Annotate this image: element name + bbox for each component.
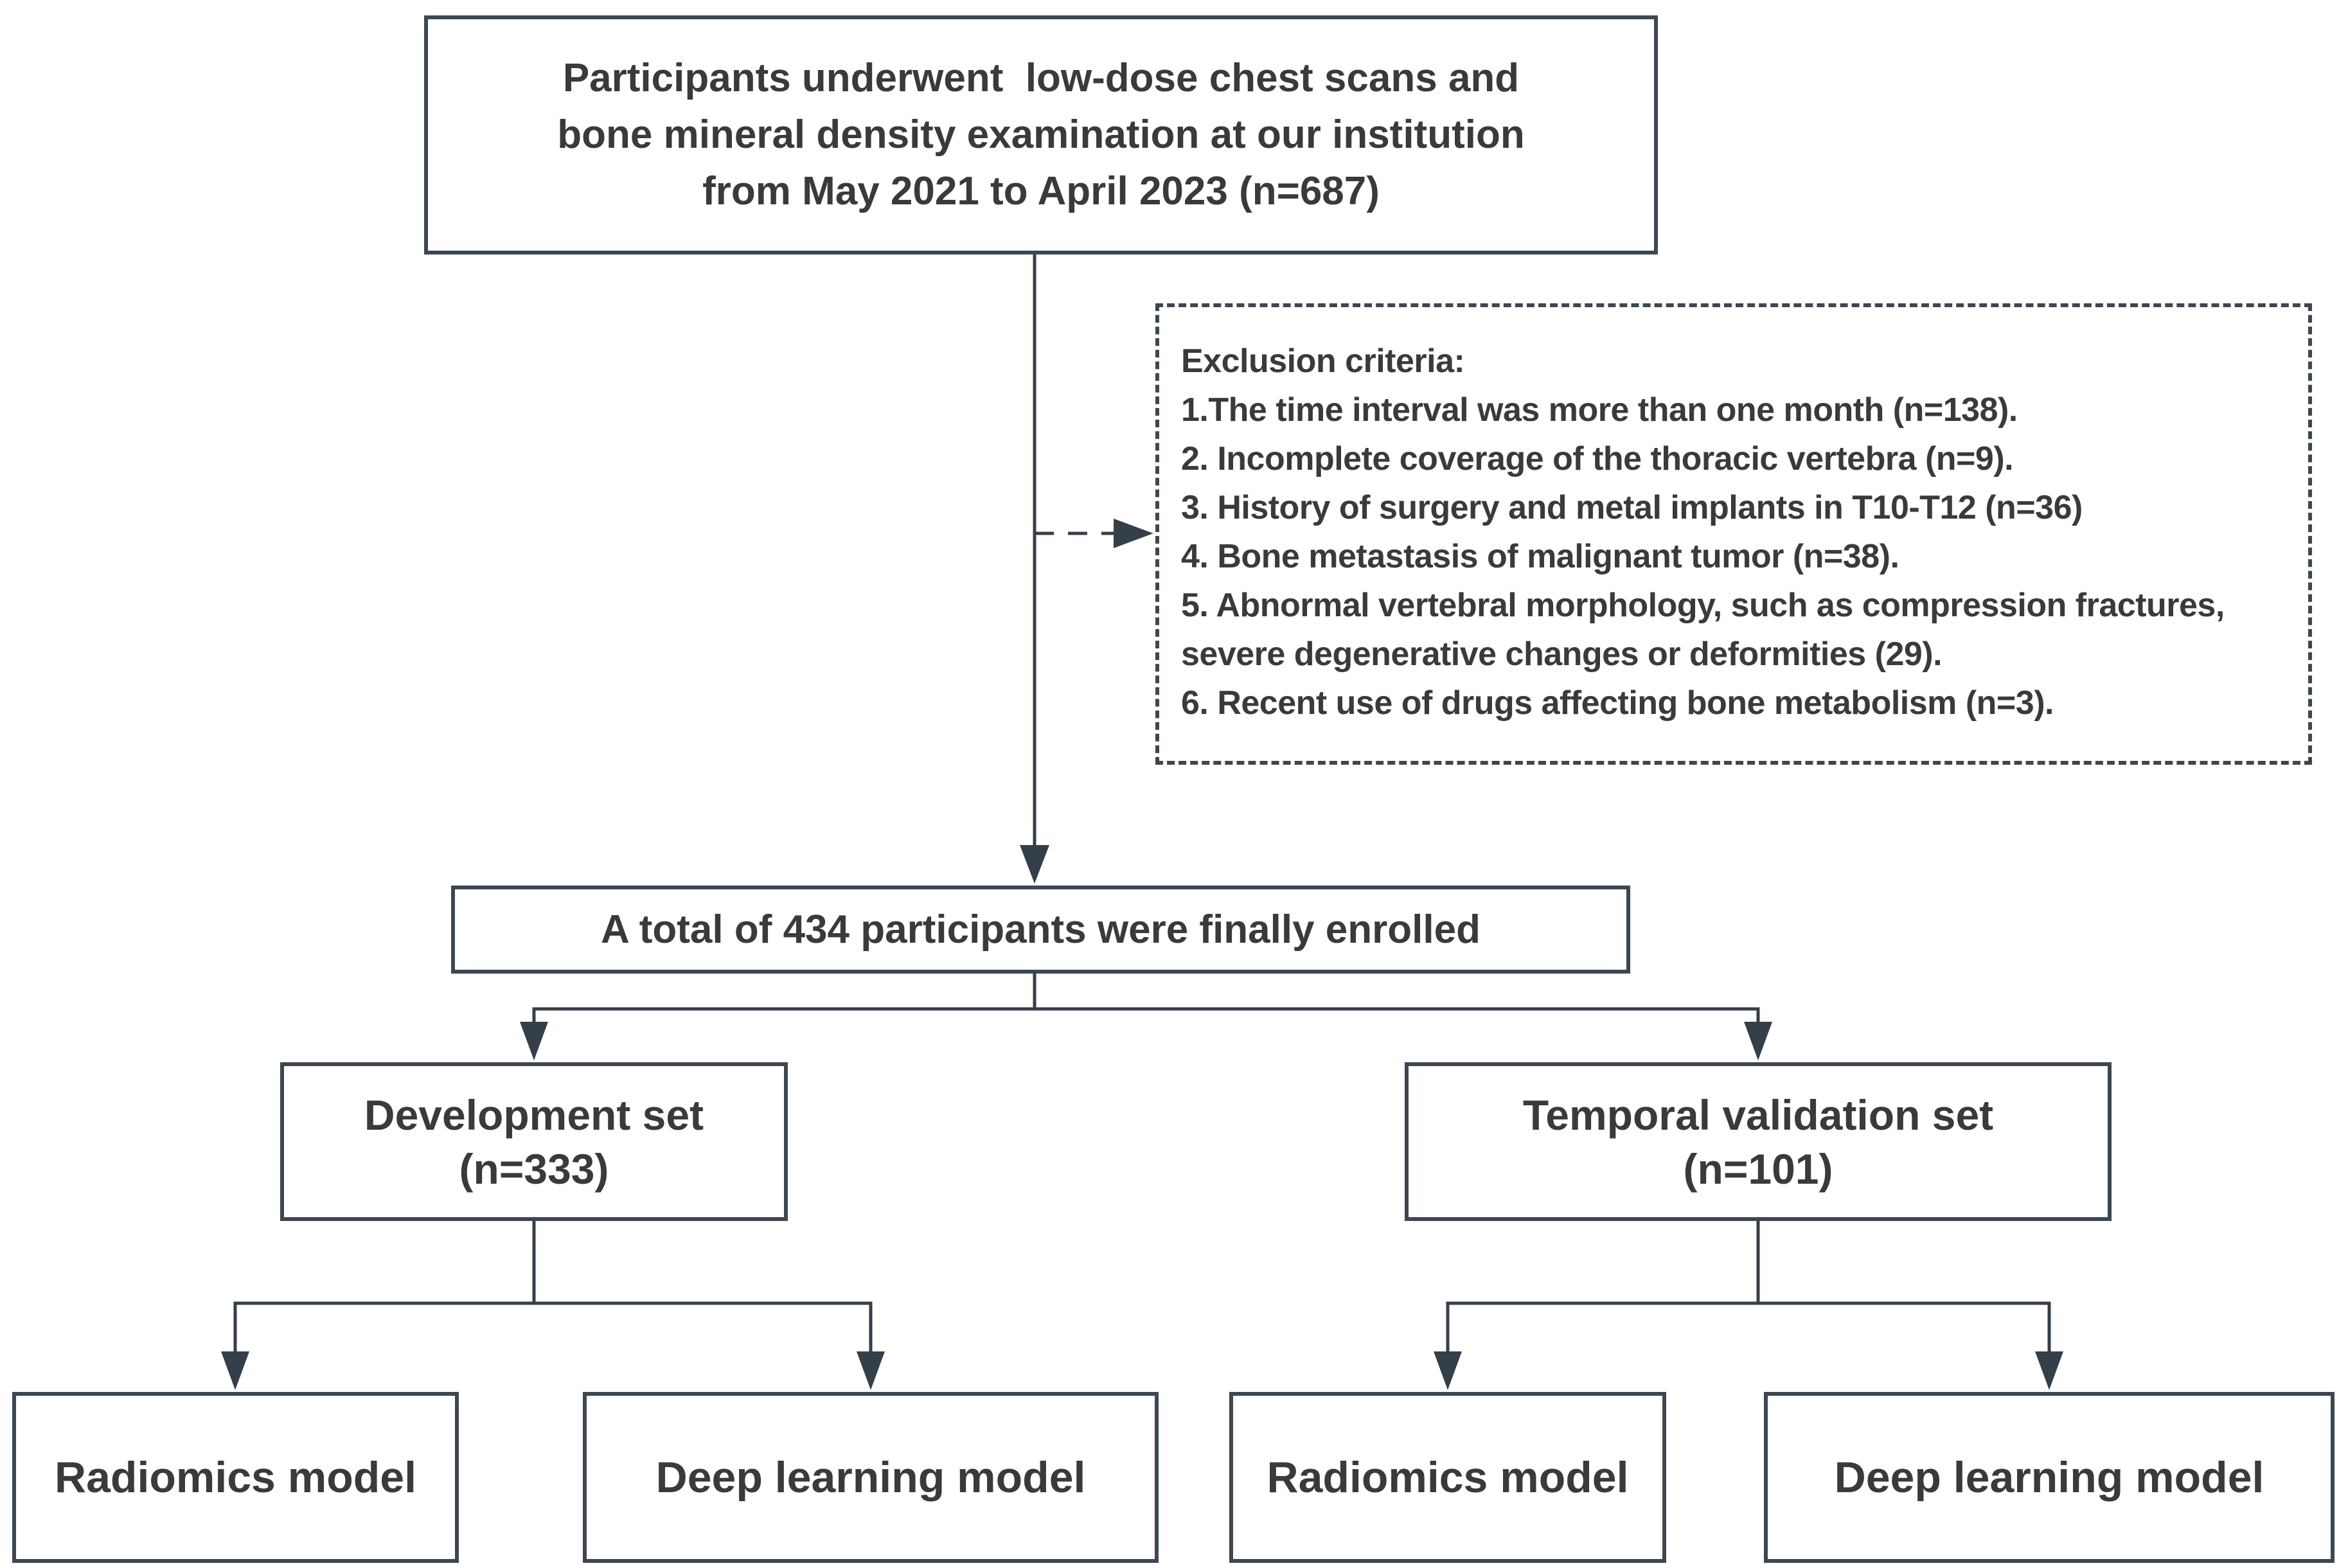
development-set-line-1: Development set	[364, 1091, 704, 1139]
exclusion-item-5: 5. Abnormal vertebral morphology, such a…	[1181, 587, 2225, 673]
exclusion-item-2: 2. Incomplete coverage of the thoracic v…	[1181, 440, 2014, 477]
arrowhead-enrolled	[1020, 845, 1049, 884]
development-radiomics-label: Radiomics model	[54, 1453, 417, 1502]
recruitment-box: Participants underwent low-dose chest sc…	[424, 15, 1658, 254]
validation-radiomics-model-box: Radiomics model	[1229, 1392, 1666, 1563]
arrowhead-dev-radiomics	[221, 1351, 249, 1390]
exclusion-item-6: 6. Recent use of drugs affecting bone me…	[1181, 684, 2054, 722]
split-temporal	[1446, 1301, 2051, 1355]
temporal-validation-set-box: Temporal validation set (n=101)	[1405, 1062, 2112, 1221]
validation-deep-learning-label: Deep learning model	[1834, 1453, 2264, 1502]
development-deep-learning-model-box: Deep learning model	[583, 1392, 1159, 1563]
exclusion-item-3: 3. History of surgery and metal implants…	[1181, 489, 2083, 526]
exclusion-item-1: 1.The time interval was more than one mo…	[1181, 391, 2018, 429]
development-set-box: Development set (n=333)	[280, 1062, 788, 1221]
exclusion-title: Exclusion criteria:	[1181, 343, 1465, 380]
arrowhead-temporal-set	[1744, 1022, 1772, 1060]
arrowhead-val-radiomics	[1434, 1351, 1462, 1390]
validation-radiomics-label: Radiomics model	[1267, 1453, 1629, 1502]
arrowhead-exclusion	[1114, 519, 1153, 548]
recruitment-line-3: from May 2021 to April 2023 (n=687)	[702, 169, 1380, 213]
development-set-line-2: (n=333)	[459, 1145, 609, 1193]
enrolled-label: A total of 434 participants were finally…	[601, 907, 1481, 952]
enrolled-box: A total of 434 participants were finally…	[451, 886, 1630, 974]
arrowhead-development-set	[520, 1022, 548, 1060]
split-development	[233, 1301, 873, 1355]
recruitment-line-1: Participants underwent low-dose chest sc…	[562, 56, 1520, 100]
validation-deep-learning-model-box: Deep learning model	[1764, 1392, 2335, 1563]
temporal-set-line-2: (n=101)	[1683, 1145, 1833, 1193]
exclusion-item-4: 4. Bone metastasis of malignant tumor (n…	[1181, 538, 1899, 575]
exclusion-criteria-box: Exclusion criteria: 1.The time interval …	[1155, 303, 2312, 765]
recruitment-line-2: bone mineral density examination at our …	[557, 112, 1525, 157]
arrowhead-dev-deep-learning	[857, 1351, 885, 1390]
temporal-set-line-1: Temporal validation set	[1522, 1091, 1994, 1139]
development-deep-learning-label: Deep learning model	[655, 1453, 1086, 1502]
arrowhead-val-deep-learning	[2035, 1351, 2063, 1390]
split-level1	[532, 1007, 1760, 1025]
development-radiomics-model-box: Radiomics model	[12, 1392, 459, 1563]
